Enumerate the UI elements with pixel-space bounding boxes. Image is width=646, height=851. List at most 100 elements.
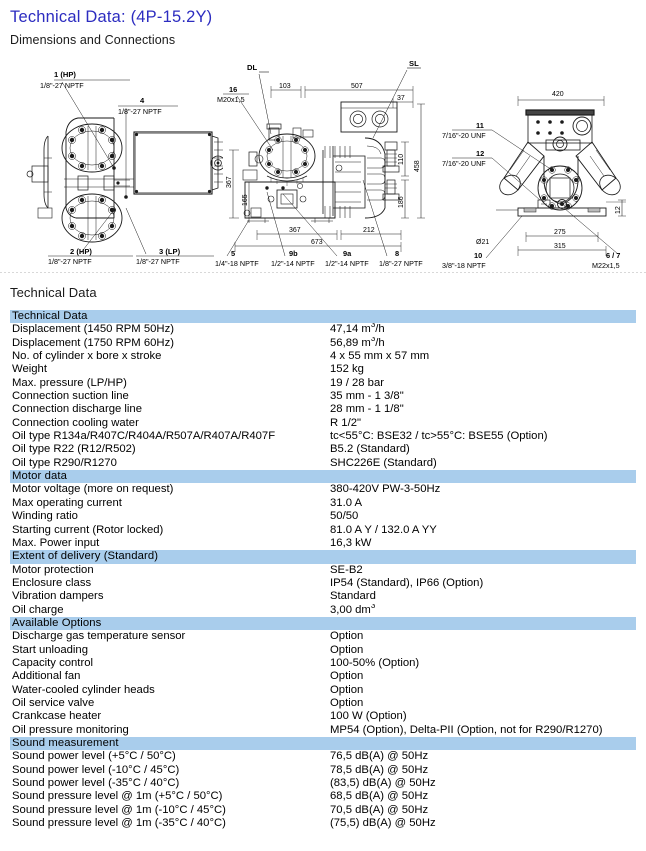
callout-10-thread: 3/8"-18 NPTF bbox=[442, 261, 486, 270]
callout-11-label: 11 bbox=[476, 121, 484, 130]
dim-673: 673 bbox=[311, 239, 323, 246]
table-row-value: (83,5) dB(A) @ 50Hz bbox=[330, 777, 436, 790]
table-row-key: Winding ratio bbox=[12, 510, 78, 523]
table-row-key: Displacement (1450 RPM 50Hz) bbox=[12, 323, 174, 336]
callout-2-thread: 1/8"-27 NPTF bbox=[48, 257, 92, 266]
table-row-value: Option bbox=[330, 630, 364, 643]
table-row-key: Displacement (1750 RPM 60Hz) bbox=[12, 336, 174, 349]
table-row: Oil type R22 (R12/R502)B5.2 (Standard) bbox=[10, 443, 636, 456]
page-subtitle: Dimensions and Connections bbox=[10, 33, 176, 47]
table-row-key: Connection cooling water bbox=[12, 416, 139, 429]
dim-37: 37 bbox=[397, 95, 405, 102]
table-row-value: MP54 (Option), Delta-PII (Option, not fo… bbox=[330, 723, 603, 736]
table-row: Winding ratio 50/50 bbox=[10, 510, 636, 523]
table-group-header-label: Available Options bbox=[12, 616, 102, 629]
table-row-key: Sound pressure level @ 1m (-10°C / 45°C) bbox=[12, 803, 226, 816]
table-row-key: Discharge gas temperature sensor bbox=[12, 630, 186, 643]
table-group-header-label: Sound measurement bbox=[12, 737, 119, 749]
table-row-key: Crankcase heater bbox=[12, 710, 102, 723]
table-row-value: SHC226E (Standard) bbox=[330, 456, 437, 469]
table-row-value: 68,5 dB(A) @ 50Hz bbox=[330, 790, 429, 803]
table-row: Vibration dampers Standard bbox=[10, 590, 636, 603]
table-row: Sound pressure level @ 1m (+5°C / 50°C) 6… bbox=[10, 790, 636, 803]
table-row-key: Water-cooled cylinder heads bbox=[12, 683, 155, 696]
table-row: Max. pressure (LP/HP)19 / 28 bar bbox=[10, 377, 636, 390]
table-row-value: Option bbox=[330, 683, 364, 696]
table-row: Oil type R134a/R407C/R404A/R507A/R407A/R… bbox=[10, 430, 636, 443]
callout-10-label: 10 bbox=[474, 251, 482, 260]
table-row: Sound power level (-10°C / 45°C)78,5 dB(… bbox=[10, 764, 636, 777]
callout-9b-thread: 1/2"-14 NPTF bbox=[271, 259, 315, 268]
drawing-top-view: 420 11 7/16"-20 UNF 12 7/16"-20 UNF 12 2… bbox=[440, 58, 646, 270]
table-row-value: Standard bbox=[330, 590, 376, 603]
callout-5-thread: 1/4"-18 NPTF bbox=[215, 259, 259, 268]
dim-165: 165 bbox=[242, 194, 249, 206]
table-row-value: tc<55°C: BSE32 / tc>55°C: BSE55 (Option) bbox=[330, 430, 548, 443]
table-row-key: Enclosure class bbox=[12, 576, 92, 589]
table-row: Discharge gas temperature sensor Option bbox=[10, 630, 636, 643]
table-row-key: Vibration dampers bbox=[12, 590, 104, 603]
table-row-key: Starting current (Rotor locked) bbox=[12, 523, 164, 536]
table-group-header: Sound measurement bbox=[10, 737, 636, 751]
table-row-key: Oil charge bbox=[12, 603, 64, 616]
table-row-value: 56,89 m3/h bbox=[330, 336, 385, 349]
dim-103: 103 bbox=[279, 83, 291, 90]
dim-367-bottom: 367 bbox=[289, 227, 301, 234]
table-group-header-label: Extent of delivery (Standard) bbox=[12, 550, 159, 563]
callout-11-thread: 7/16"-20 UNF bbox=[442, 131, 486, 140]
callout-16-thread: M20x1,5 bbox=[217, 95, 245, 104]
table-row-key: Max operating current bbox=[12, 496, 122, 509]
dim-hole-diameter: Ø21 bbox=[476, 239, 489, 246]
table-group-header-label: Technical Data bbox=[12, 310, 88, 322]
table-row-key: Sound pressure level @ 1m (+5°C / 50°C) bbox=[12, 790, 223, 803]
dim-275: 275 bbox=[554, 229, 566, 236]
table-row-value: 50/50 bbox=[330, 510, 359, 523]
table-group-header-label: Motor data bbox=[12, 470, 68, 483]
table-row-value: IP54 (Standard), IP66 (Option) bbox=[330, 576, 484, 589]
callout-8-thread: 1/8"-27 NPTF bbox=[379, 259, 423, 268]
table-row-value: 100-50% (Option) bbox=[330, 656, 420, 669]
callout-12-label: 12 bbox=[476, 149, 484, 158]
table-row: Starting current (Rotor locked)81.0 A Y … bbox=[10, 524, 636, 537]
callout-9a-label: 9a bbox=[343, 249, 352, 258]
table-row-value: 380-420V PW-3-50Hz bbox=[330, 483, 441, 496]
table-row-key: Max. pressure (LP/HP) bbox=[12, 376, 127, 389]
dim-212: 212 bbox=[363, 227, 375, 234]
table-row-key: Additional fan bbox=[12, 670, 81, 683]
table-row-value: 70,5 dB(A) @ 50Hz bbox=[330, 803, 429, 816]
callout-4-label: 4 bbox=[140, 96, 145, 105]
dim-315: 315 bbox=[554, 243, 566, 250]
table-row-key: Start unloading bbox=[12, 643, 88, 656]
table-row-value: R 1/2" bbox=[330, 416, 362, 429]
callout-1-thread: 1/8"-27 NPTF bbox=[40, 81, 84, 90]
table-row-key: Sound power level (-35°C / 40°C) bbox=[12, 777, 180, 790]
table-row-key: Oil service valve bbox=[12, 696, 95, 709]
table-row-value: 152 kg bbox=[330, 363, 364, 376]
table-row-value: 100 W (Option) bbox=[330, 710, 407, 723]
table-group-header: Extent of delivery (Standard) bbox=[10, 550, 636, 564]
callout-12-thread: 7/16"-20 UNF bbox=[442, 159, 486, 168]
callout-5-label: 5 bbox=[231, 249, 235, 258]
table-row-value: 16,3 kW bbox=[330, 536, 372, 549]
table-row-key: Sound power level (-10°C / 45°C) bbox=[12, 763, 180, 776]
drawing-left-view: 1 (HP) 1/8"-27 NPTF 4 1/8"-27 NPTF 2 (HP… bbox=[18, 58, 223, 270]
table-row: Sound power level (+5°C / 50°C)76,5 dB(A… bbox=[10, 750, 636, 763]
callout-8-label: 8 bbox=[395, 249, 399, 258]
table-row-key: Weight bbox=[12, 363, 47, 376]
table-row-value: Option bbox=[330, 670, 364, 683]
table-row: Oil service valve Option bbox=[10, 697, 636, 710]
callout-67-label: 6 / 7 bbox=[606, 251, 620, 260]
table-row-value: Option bbox=[330, 696, 364, 709]
table-row-value: 3,00 dm3 bbox=[330, 603, 376, 616]
